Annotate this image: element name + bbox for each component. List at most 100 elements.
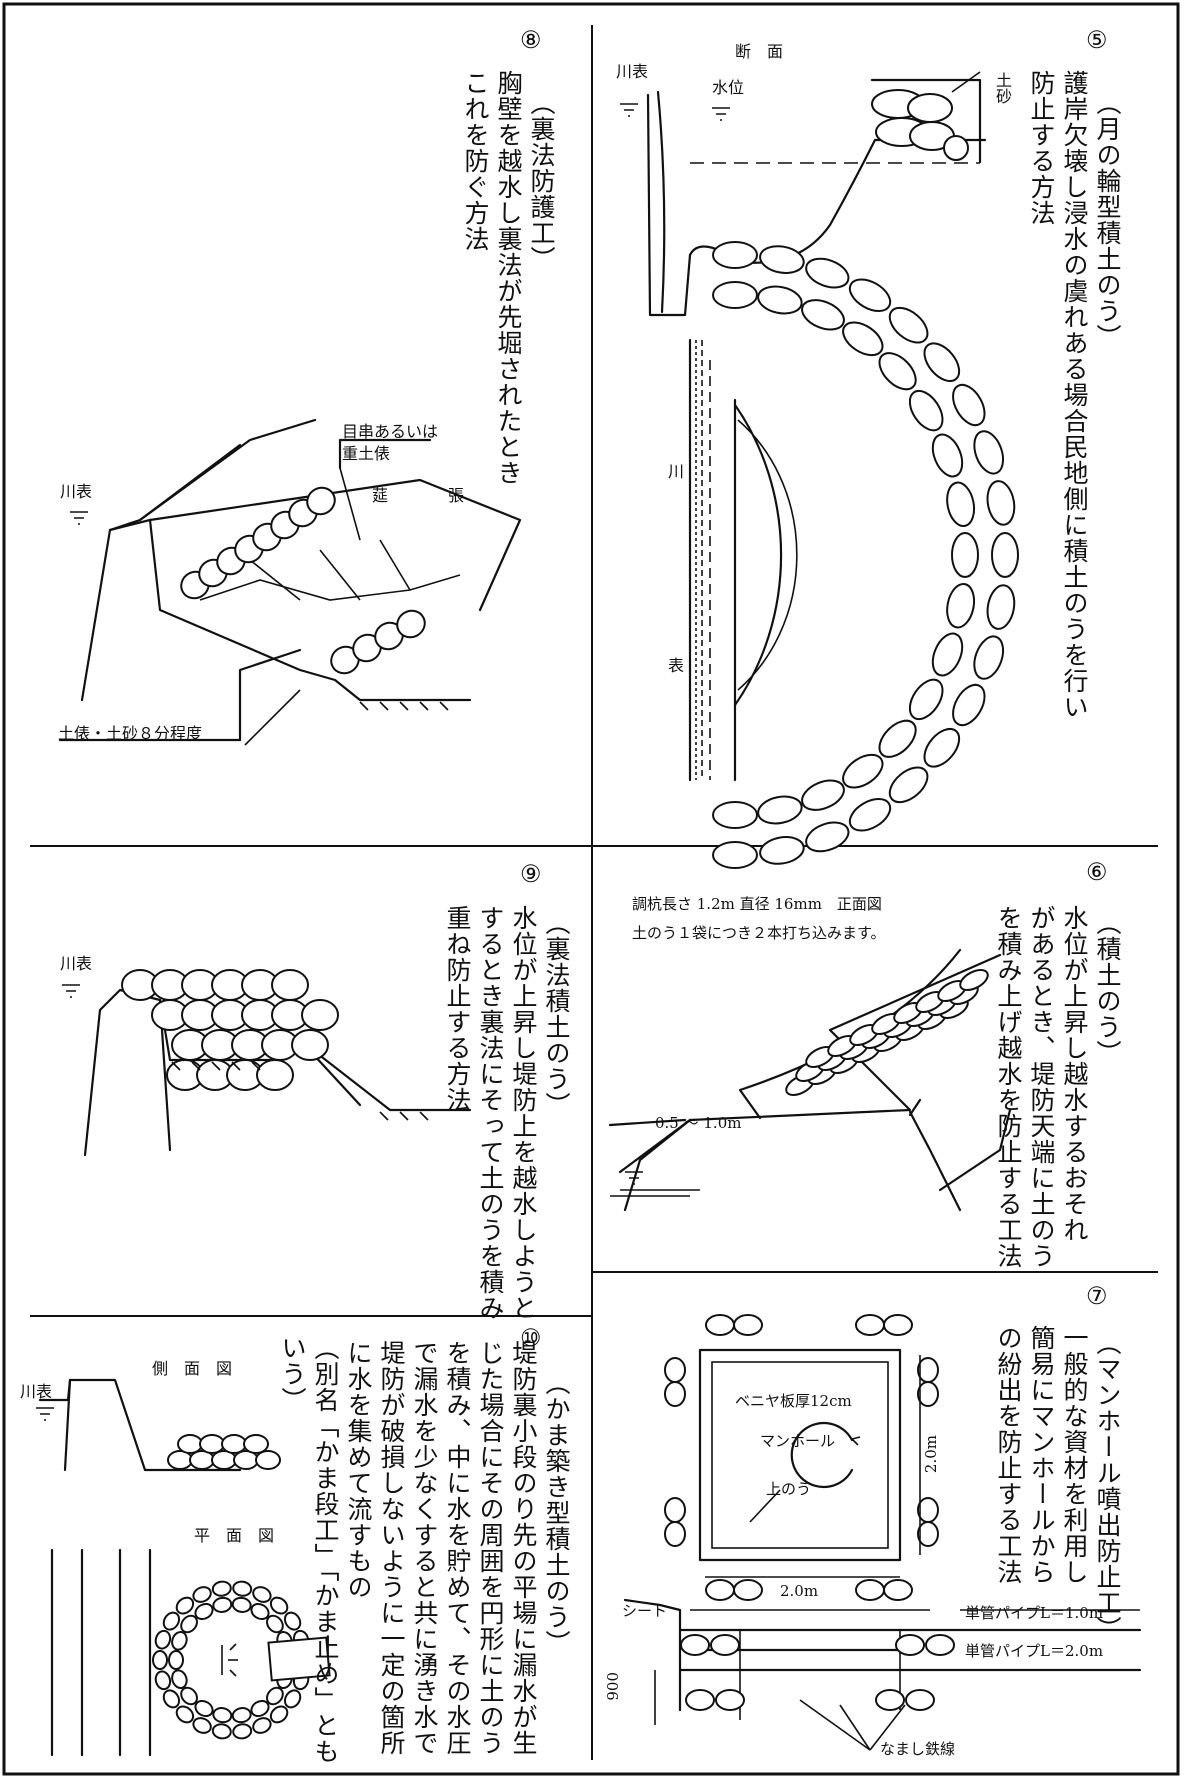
crescent-sandbag [931, 433, 964, 478]
kama-ring-sandbag [171, 1669, 188, 1689]
crescent-sandbag [712, 241, 758, 269]
crescent-sandbag [712, 841, 758, 869]
p6-drawing [608, 948, 1012, 1212]
p10-body-line-8: いう） [278, 1335, 307, 1413]
p10-heading: （かま築き型積土のう） [542, 1370, 571, 1656]
section-sandbag [925, 1634, 955, 1656]
p8-heading: （裏法防護工） [527, 90, 556, 272]
manhole-sandbag [664, 1497, 686, 1523]
manhole-sandbag [883, 1314, 913, 1336]
p5-crescent-drawing [688, 241, 1019, 869]
kama-ring-sandbag [266, 1614, 284, 1634]
p7-heading: （マンホール噴出防止工） [1093, 1330, 1122, 1642]
p8-label-mat-1: 莚 [372, 486, 389, 505]
p10-body-line-1: 堤防裏小段のり先の平場に漏水が生 [509, 1340, 538, 1756]
crescent-sandbag [801, 299, 845, 331]
crescent-sandbag [908, 389, 944, 432]
section-sandbag [715, 1689, 745, 1711]
kama-ring-sandbag [269, 1596, 289, 1615]
p9-body-line-2: するとき裏法にそって土のうを積み [476, 905, 505, 1321]
kama-ring-sandbag [252, 1586, 272, 1603]
kama-ring-sandbag [250, 1602, 270, 1621]
p5-body-line-2: 防止する方法 [1027, 70, 1056, 226]
manhole-sandbag [883, 1579, 913, 1601]
p9-drawing [62, 969, 472, 1157]
crescent-sandbag [923, 342, 961, 383]
p5-label-soil: 土砂 [993, 72, 1012, 104]
kama-ring-sandbag [171, 1631, 188, 1651]
kama-sandbag [255, 1450, 281, 1470]
crescent-sandbag [986, 584, 1016, 630]
kama-ring-sandbag [231, 1596, 252, 1613]
p8-label-joint-1: 目串あるいは [342, 422, 439, 441]
crescent-sandbag [923, 727, 961, 768]
crescent-sandbag [952, 683, 986, 727]
section-sandbag [680, 1634, 710, 1656]
p8-label-river-side: 川表 [60, 482, 93, 501]
backslope-sandbag [271, 969, 309, 1001]
section-sandbag [710, 1634, 740, 1656]
manhole-sandbag [705, 1579, 735, 1601]
p7-body-line-2: 簡易にマンホールから [1027, 1325, 1056, 1585]
crescent-sandbag [801, 779, 845, 811]
kama-ring-sandbag [283, 1689, 302, 1709]
p5-label-river-side: 川表 [616, 62, 649, 81]
p8-label-joint-2: 重土俵 [342, 444, 391, 463]
crescent-sandbag [888, 306, 929, 344]
manhole-sandbag [664, 1381, 686, 1407]
kama-ring-sandbag [168, 1650, 184, 1670]
crescent-sandbag [951, 532, 979, 578]
p7-label-width: 2.0m [780, 1582, 819, 1600]
crescent-sandbag [848, 798, 892, 832]
kama-ring-sandbag [152, 1650, 168, 1670]
p9-heading: （裏法積土のう） [542, 910, 571, 1118]
p10-body-line-5: 堤防が破損しないように一定の箇所 [377, 1340, 406, 1756]
crescent-sandbag [991, 532, 1019, 578]
p7-body-line-1: 一般的な資材を利用し [1060, 1325, 1089, 1585]
crescent-sandbag [986, 480, 1016, 526]
crescent-sandbag [946, 481, 976, 528]
kama-sandbag [199, 1434, 225, 1454]
manhole-sandbag [733, 1579, 763, 1601]
kama-ring-sandbag [212, 1596, 233, 1613]
crescent-sandbag [952, 383, 986, 427]
crescent-sandbag [973, 635, 1005, 680]
crescent-sandbag [931, 632, 964, 677]
backslope-sandbag [256, 1059, 294, 1091]
p5-body-line-1: 護岸欠壊し浸水の虞れある場合民地側に積土のうを行い [1060, 70, 1089, 720]
manhole-sandbag [917, 1497, 939, 1523]
crescent-sandbag [848, 278, 892, 312]
p10-body-line-2: じた場合にその周囲を円形に土のう [476, 1340, 505, 1756]
manhole-sandbag [705, 1314, 735, 1336]
p7-label-plywood: ベニヤ板厚12cm [735, 1392, 852, 1410]
p6-label-height: 0.5 ～ 1.0m [655, 1114, 742, 1132]
p7-label-depth: 900 [604, 1672, 622, 1701]
p8-body-line-1: 胸壁を越水し裏法が先堀されたとき [494, 70, 523, 486]
p9-label-river-side: 川表 [60, 954, 93, 973]
crescent-sandbag [908, 678, 944, 721]
kama-ring-sandbag [192, 1717, 212, 1734]
p7-section-drawing [623, 1598, 1142, 1751]
p10-plan-drawing [50, 1548, 331, 1757]
crescent-sandbag [805, 257, 850, 289]
p7-label-pipe-1: 単管パイプL＝1.0m [965, 1604, 1104, 1622]
crescent-sandbag [842, 321, 884, 357]
crescent-sandbag [759, 245, 805, 274]
kama-ring-sandbag [232, 1723, 253, 1740]
kama-ring-sandbag [232, 1580, 253, 1597]
p10-label-river-side: 川表 [20, 1382, 53, 1401]
p10-label-side-view: 側 面 図 [152, 1359, 233, 1378]
p8-label-fill: 土俵・土砂８分程度 [58, 724, 203, 743]
p5-label-river: 川 [668, 462, 685, 481]
p8-body-line-2: これを防ぐ方法 [461, 70, 490, 252]
p10-number: ⑩ [520, 1324, 542, 1352]
kama-ring-sandbag [211, 1723, 232, 1740]
crescent-sandbag [757, 285, 803, 315]
manhole-sandbag [917, 1381, 939, 1407]
p9-body-line-1: 水位が上昇し堤防上を越水しようと [509, 905, 538, 1321]
p6-number: ⑥ [1086, 858, 1108, 886]
p8-label-mat-2: 張 [448, 486, 465, 505]
